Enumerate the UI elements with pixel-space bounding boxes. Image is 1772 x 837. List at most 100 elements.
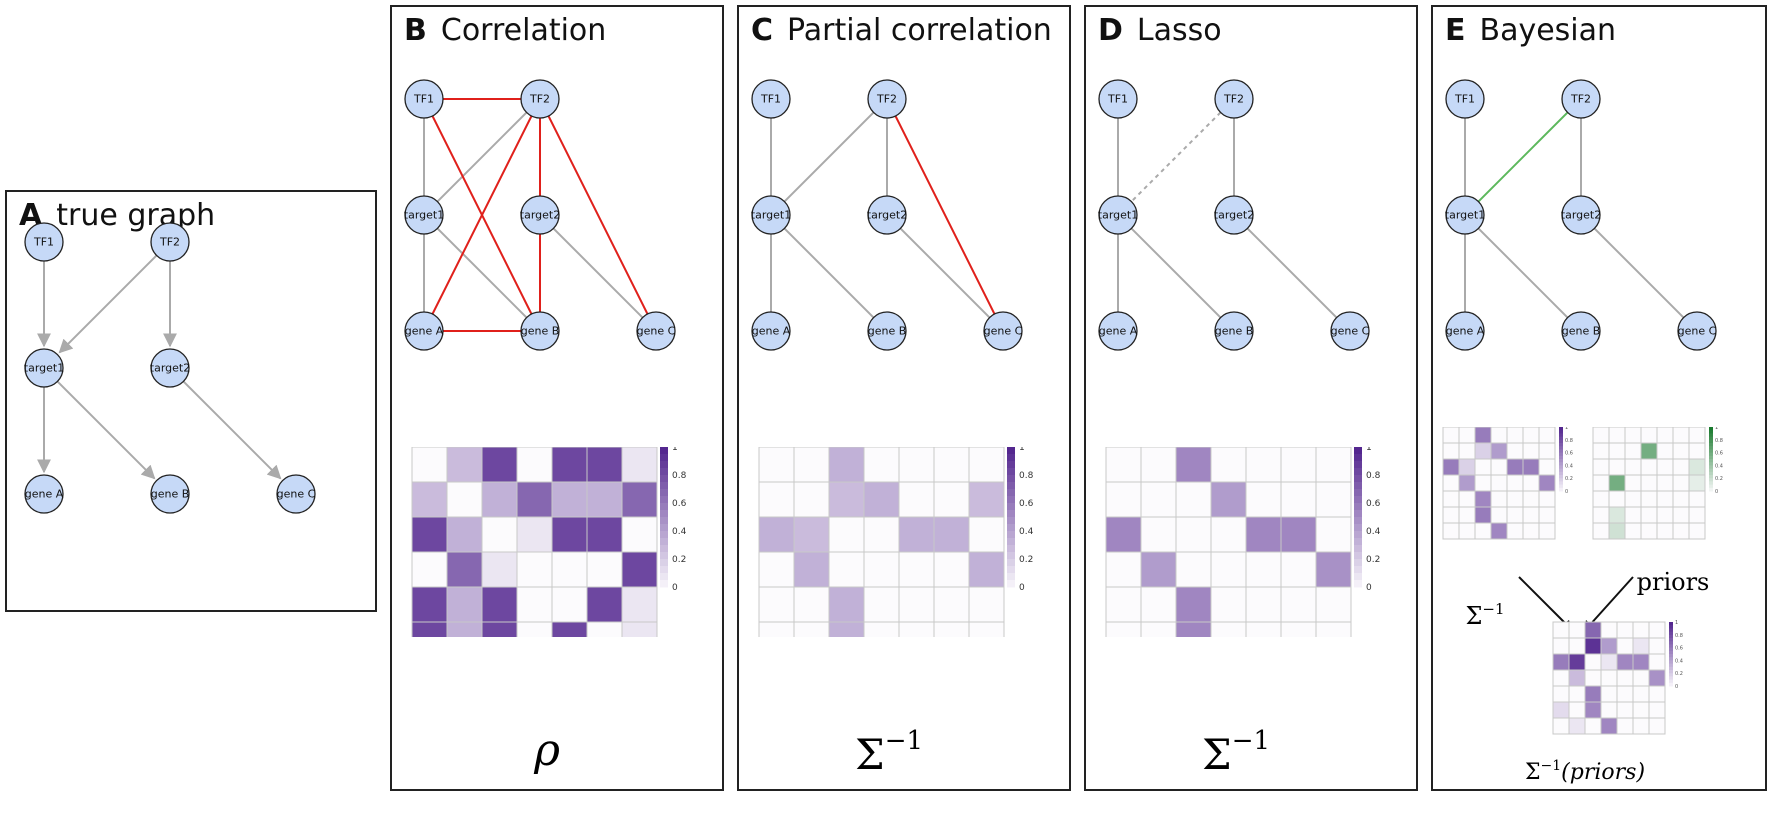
heat-cell [1245,447,1282,483]
heat-cell [1688,522,1706,540]
node-label: gene B [868,325,907,338]
heat-cell [1474,490,1492,508]
heat-cell [1616,653,1634,671]
colorbar-segment [1007,552,1015,560]
colorbar-segment [1354,461,1362,469]
colorbar-tick: 0.6 [1715,451,1723,457]
node-tf2: TF2 [867,79,907,119]
heat-cell [968,481,1005,518]
colorbar-segment [1007,559,1015,567]
colorbar-tick: 0.4 [1565,463,1573,469]
node-geneA: gene A [24,474,64,514]
priors-label: priors [1637,568,1710,596]
colorbar-segment [1669,676,1673,681]
sigma-symbol: Σ−1 [855,726,923,779]
edge-tf2-geneA [431,115,533,315]
node-label: target1 [404,209,444,222]
heat-cell [1688,427,1706,444]
node-label: target2 [1214,209,1254,222]
heat-cell [828,447,865,483]
colorbar-segment [1709,465,1713,470]
colorbar-segment [660,531,668,539]
node-label: target2 [520,209,560,222]
heat-cell [1458,474,1476,492]
panel-title-text: Partial correlation [787,13,1052,48]
heat-cell [1458,522,1476,540]
heatmap-sigma-small: 10.80.60.40.20 [1442,427,1573,540]
heat-cell [1210,621,1247,637]
heat-cell [1600,717,1618,735]
node-label: TF1 [1454,93,1475,106]
node-target1: target1 [24,348,64,388]
heat-cell [586,586,623,623]
node-label: gene B [521,325,560,338]
node-label: gene C [984,325,1023,338]
bayesian-heatmaps: Σ−1 priors Σ−1(priors) 10.80.60.40.2010.… [1442,427,1723,785]
colorbar-segment [1669,654,1673,658]
edge-target2-geneC [1593,227,1685,319]
heat-cell [1592,474,1610,492]
heat-cell [898,551,935,588]
heat-cell [1592,522,1610,540]
node-label: gene C [277,488,316,501]
colorbar-segment [1354,489,1362,497]
heat-cell [1442,442,1460,460]
colorbar-segment [660,517,668,525]
heat-cell [793,551,830,588]
heat-cell [1632,637,1650,655]
heat-cell [1640,458,1658,476]
colorbar-tick: 0.2 [1675,671,1683,677]
colorbar-segment [1669,682,1673,687]
heat-cell [411,516,448,553]
heat-cell [1175,551,1212,588]
heat-cell [1315,551,1352,588]
edge-target2-geneC [899,227,991,319]
edge-target1-geneB [1477,227,1569,319]
heat-cell [758,481,795,518]
heat-cell [1442,474,1460,492]
heat-cell [1490,490,1508,508]
heat-cell [758,621,795,637]
heatmap-partial: 10.80.60.40.20 [758,447,1034,637]
heat-cell [1648,717,1666,735]
heat-cell [1608,506,1626,524]
heat-cell [1688,442,1706,460]
colorbar-segment [1354,566,1362,574]
colorbar-segment [1709,433,1713,438]
heat-cell [516,551,553,588]
node-target2: target2 [150,348,190,388]
heat-cell [551,447,588,483]
colorbar-segment [1669,647,1673,652]
heat-cell [411,551,448,588]
heatmap-rho-grid: 10.80.60.40.20 [411,447,687,637]
heat-cell [1522,458,1540,476]
heat-cell [1648,685,1666,703]
colorbar-segment [1559,443,1563,447]
colorbar-tick: 0.6 [1675,646,1683,652]
heat-cell [1105,551,1142,588]
colorbar-tick: 0.8 [1715,438,1723,444]
heat-cell [1538,474,1556,492]
sigma-priors-label: Σ−1(priors) [1525,758,1645,785]
colorbar-tick: 0.6 [1019,499,1034,509]
colorbar-segment [1354,510,1362,518]
heat-cell [898,516,935,553]
heat-cell [933,447,970,483]
heat-cell [1672,442,1690,460]
colorbar-segment [1007,510,1015,518]
node-geneC: gene C [1330,311,1370,351]
node-geneB: gene B [150,474,190,514]
colorbar-segment [660,475,668,483]
heat-cell [968,586,1005,623]
node-label: TF2 [1570,93,1591,106]
node-label: target1 [751,209,791,222]
heat-cell [1506,522,1524,540]
label-rho: ρ [533,725,560,776]
heat-cell [1624,442,1642,460]
node-geneB: gene B [1214,311,1254,351]
heat-cell [1210,481,1247,518]
colorbar-segment [1709,484,1713,489]
heat-cell [1538,427,1556,444]
colorbar-segment [1709,459,1713,463]
